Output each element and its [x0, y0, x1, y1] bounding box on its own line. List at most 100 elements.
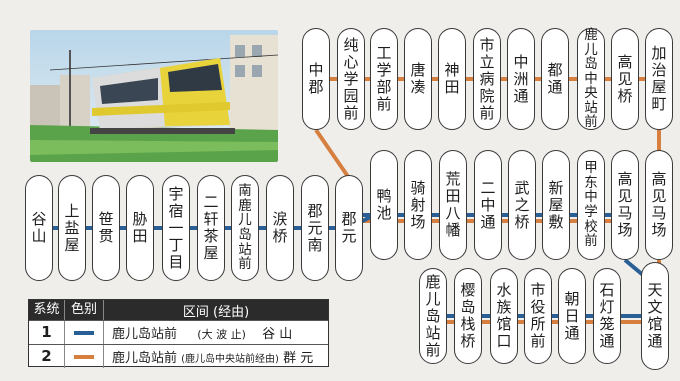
station[interactable]: 神田 — [438, 28, 466, 130]
station-name-char: 立 — [479, 52, 495, 71]
legend-col-color: 色别 — [65, 300, 104, 320]
station-name-char: 前 — [584, 114, 598, 131]
station-name-char: 鹿 — [238, 197, 252, 214]
station-name-char: 前 — [238, 256, 252, 273]
station-name-char: 唐 — [410, 61, 426, 79]
station[interactable]: 荒田八幡 — [439, 150, 467, 260]
station-name-char: 谷 — [31, 210, 47, 228]
station[interactable]: 工学部前 — [370, 28, 398, 130]
station-name-char: 东 — [584, 174, 598, 191]
station[interactable]: 南鹿儿岛站前 — [231, 175, 259, 281]
station[interactable]: 加治屋町 — [645, 28, 673, 130]
station[interactable]: 胁田 — [126, 175, 154, 281]
station[interactable]: 朝日通 — [558, 268, 586, 364]
station-name-char: 族 — [496, 298, 512, 316]
legend-from: 鹿儿岛站前 — [112, 327, 178, 342]
station-name-char: 见 — [617, 69, 633, 88]
station-name-char: 涙 — [272, 210, 288, 228]
station-name-char: 站 — [238, 241, 252, 258]
legend-via: (大 波 止) — [197, 328, 246, 341]
station[interactable]: 鹿儿岛中央站前 — [577, 28, 605, 130]
station-name-char: 场 — [617, 221, 633, 239]
station-name-char: 岛 — [425, 306, 441, 325]
station-name-char: 所 — [530, 315, 546, 333]
station[interactable]: 涙桥 — [266, 175, 294, 281]
station[interactable]: 谷山 — [25, 175, 53, 281]
legend-col-system: 系统 — [29, 300, 65, 320]
station-name-char: 中 — [584, 70, 598, 87]
station[interactable]: 石灯笼通 — [593, 268, 621, 364]
station-name-char: 元 — [307, 218, 323, 237]
station-name-char: 通 — [547, 78, 563, 96]
station-name-char: 高 — [617, 170, 633, 188]
station[interactable]: 二中通 — [474, 150, 502, 260]
station-name-char: 郡 — [307, 201, 323, 220]
station[interactable]: 市役所前 — [524, 268, 552, 364]
station-name-char: 宿 — [168, 201, 184, 220]
station[interactable]: 纯心学园前 — [337, 28, 365, 130]
station[interactable]: 天文馆通 — [641, 262, 669, 370]
station[interactable]: 郡元 — [335, 175, 363, 281]
station[interactable]: 高见马场 — [645, 150, 673, 260]
station-name-char: 武 — [514, 178, 530, 197]
legend-color-swatch — [65, 321, 104, 344]
station[interactable]: 鹿儿岛站前 — [419, 268, 447, 364]
station[interactable]: 中郡 — [302, 28, 330, 130]
station-name-char: 射 — [410, 195, 426, 214]
station-name-char: 高 — [617, 52, 633, 71]
station-name-char: 八 — [445, 204, 461, 222]
station[interactable]: 上盐屋 — [58, 175, 86, 281]
legend-color-swatch — [65, 345, 104, 368]
station-name-char: 石 — [599, 281, 615, 299]
station-name-char: 学 — [343, 69, 359, 88]
station[interactable]: 水族馆口 — [490, 268, 518, 364]
station[interactable]: 市立病院前 — [473, 28, 501, 130]
station[interactable]: 宇宿一丁目 — [162, 175, 190, 281]
station-name-char: 水 — [496, 281, 512, 299]
station[interactable]: 鸭池 — [370, 150, 398, 260]
station[interactable]: 唐凑 — [404, 28, 432, 130]
station-name-char: 郡 — [341, 210, 357, 228]
station[interactable]: 甲东中学校前 — [577, 150, 605, 260]
legend-route-number: 2 — [29, 345, 65, 368]
station-name-char: 盐 — [64, 218, 80, 237]
station[interactable]: 郡元南 — [301, 175, 329, 281]
station-name-char: 岛 — [460, 298, 476, 316]
station-name-char: 笼 — [599, 315, 615, 333]
station[interactable]: 新屋敷 — [542, 150, 570, 260]
station-name-char: 宇 — [168, 184, 184, 203]
station-name-char: 园 — [343, 86, 359, 105]
legend-section: 鹿儿岛站前 (鹿儿岛中央站前经由) 群 元 — [104, 347, 328, 366]
station-name-char: 市 — [530, 281, 546, 299]
station-name-char: 日 — [564, 306, 580, 325]
station[interactable]: 武之桥 — [508, 150, 536, 260]
station[interactable]: 高见桥 — [611, 28, 639, 130]
station-name-char: 丁 — [168, 235, 184, 254]
station-name-char: 通 — [480, 212, 496, 231]
station-name-char: 前 — [376, 95, 392, 113]
station[interactable]: 笹贯 — [92, 175, 120, 281]
station-name-char: 胁 — [132, 210, 148, 228]
station[interactable]: 骑射场 — [404, 150, 432, 260]
station[interactable]: 都通 — [541, 28, 569, 130]
station-name-char: 校 — [584, 218, 598, 235]
station[interactable]: 中洲通 — [507, 28, 535, 130]
route-legend: 系统 色别 区间 (经由) 1 鹿儿岛站前 (大 波 止) 谷 山 2 鹿儿岛站… — [28, 299, 329, 368]
legend-to: 群 元 — [283, 351, 314, 366]
station-name-char: 山 — [31, 227, 47, 245]
station[interactable]: 樱岛栈桥 — [454, 268, 482, 364]
station-name-char: 骑 — [410, 178, 426, 197]
station-name-char: 敷 — [548, 212, 564, 231]
station-name-char: 贯 — [98, 227, 114, 245]
station-name-char: 口 — [496, 332, 512, 350]
station-name-char: 鹿 — [425, 272, 441, 291]
station-name-char: 笹 — [98, 210, 114, 228]
station-name-char: 馆 — [647, 315, 663, 333]
station-name-char: 儿 — [584, 41, 598, 58]
legend-via: (鹿儿岛中央站前经由) — [181, 354, 279, 365]
station[interactable]: 高见马场 — [611, 150, 639, 260]
station[interactable]: 二轩茶屋 — [197, 175, 225, 281]
station-name-char: 桥 — [514, 212, 530, 231]
legend-section: 鹿儿岛站前 (大 波 止) 谷 山 — [104, 323, 328, 342]
